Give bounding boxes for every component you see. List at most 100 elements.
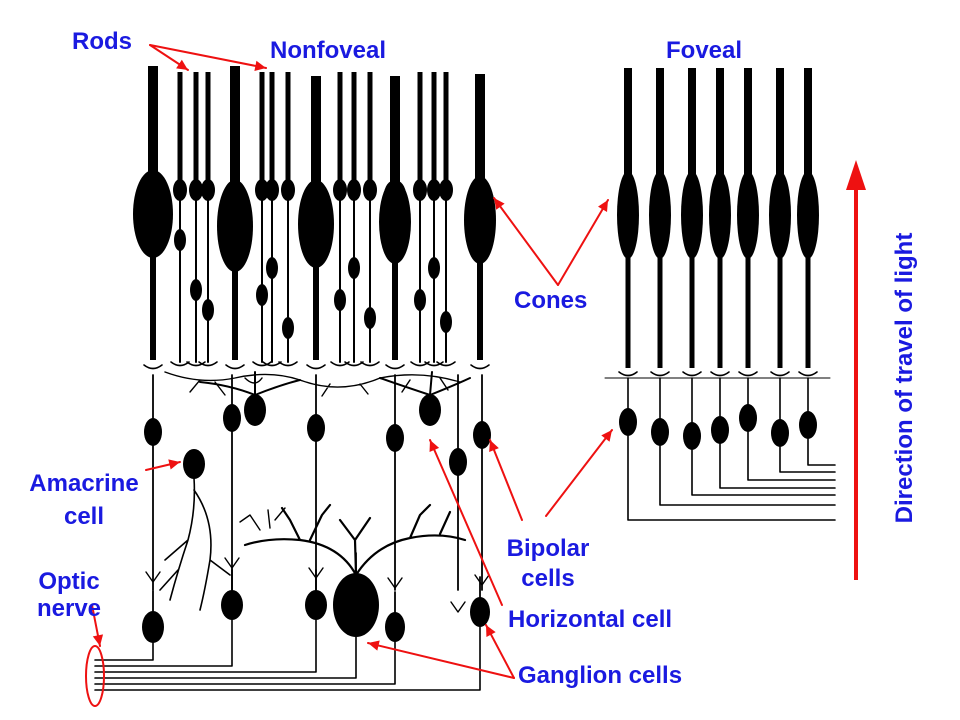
ganglion-cell-body (333, 573, 379, 637)
cones-pointer (557, 199, 609, 286)
ganglion-axon (94, 626, 481, 691)
foveal-cone-outer-segment (804, 68, 812, 186)
bipolar-pointer-head (601, 430, 612, 442)
amacrine-cell-body (183, 449, 205, 479)
rod-nucleus (440, 311, 452, 333)
foveal-bipolar-cell-body (711, 416, 729, 444)
foveal-cone-outer-segment (744, 68, 752, 186)
bipolar-terminal (145, 571, 161, 583)
bipolar-cells-label: Bipolar cells (498, 535, 598, 592)
rod-outer-segment (431, 72, 437, 182)
amacrine-processes (159, 477, 231, 611)
nonfoveal-cone-outer-segment (230, 66, 240, 190)
foveal-bipolar-cell-body (771, 419, 789, 447)
rod-outer-segment (417, 72, 423, 182)
amacrine-pointer-head (168, 459, 180, 470)
cone-pedicle (143, 364, 163, 370)
rod-outer-segment (193, 72, 199, 182)
horizontal-pointer (429, 439, 503, 606)
rod-outer-segment (205, 72, 211, 182)
ganglion-pointer (367, 642, 515, 679)
foveal-cone-pedicle (682, 371, 702, 377)
ganglion-cell-body (385, 612, 405, 642)
nonfoveal-cone-ellipsoid (384, 180, 406, 210)
nonfoveal-cone-outer-segment (475, 74, 485, 186)
foveal-cone-cell-body (737, 171, 759, 259)
horizontal-pointer-head (429, 440, 440, 452)
rod-spherule (424, 361, 444, 367)
rods-pointer-head (254, 60, 266, 72)
foveal-cone-cell-body (617, 171, 639, 259)
rod-nucleus (202, 299, 214, 321)
nonfoveal-cone-ellipsoid (142, 175, 164, 205)
nonfoveal-cone-axon (477, 220, 483, 360)
nonfoveal-label: Nonfoveal (270, 37, 387, 64)
rod-outer-segment (367, 72, 373, 182)
light-direction-arrow-shaft (854, 185, 858, 580)
nonfoveal-cone-ellipsoid (469, 180, 491, 210)
ganglion-cell-body (142, 611, 164, 643)
rod-nucleus (428, 257, 440, 279)
nonfoveal-cone-outer-segment (390, 76, 400, 190)
optic-nerve-bundle (85, 645, 105, 707)
ganglion-axon (94, 619, 233, 667)
foveal-cone-axon (805, 258, 811, 368)
ganglion-axon (94, 619, 317, 673)
foveal-cone-pedicle (770, 371, 790, 377)
foveal-bipolar-cell-body (799, 411, 817, 439)
foveal-cone-axon (657, 258, 663, 368)
cones-pointer-head (598, 200, 608, 212)
nonfoveal-cone-ellipsoid (224, 180, 246, 210)
foveal-bipolar-axon (747, 431, 836, 481)
horizontal-cell-body (244, 394, 266, 426)
pointer-arrows (91, 44, 866, 679)
rod-outer-segment (351, 72, 357, 182)
rod-spherule (252, 361, 272, 367)
foveal-cone-axon (717, 258, 723, 368)
rods-pointer (149, 44, 267, 69)
ganglion-cell-body (305, 590, 327, 620)
foveal-label: Foveal (666, 37, 743, 64)
foveal-cone-cell-body (649, 171, 671, 259)
bipolar-terminal (224, 557, 240, 569)
rod-nucleus (364, 307, 376, 329)
horizontal-cell-body (419, 394, 441, 426)
light-direction-arrow-head (846, 160, 866, 190)
foveal-bipolar-cell-body (739, 404, 757, 432)
foveal-bipolar-axon (691, 449, 836, 496)
foveal-bipolar-axon (659, 445, 836, 506)
nonfoveal-cone-axon (392, 222, 398, 360)
ganglion-axon (94, 642, 154, 661)
rod-spherule (198, 361, 218, 367)
rod-nucleus (266, 257, 278, 279)
amacrine-cell-label: Amacrine cell (20, 470, 148, 530)
bipolar-pointer (489, 439, 523, 521)
bipolar-pointer (545, 429, 613, 517)
ganglion-dendrite-branches (239, 507, 286, 531)
rod-spherule (278, 361, 298, 367)
foveal-cone-outer-segment (656, 68, 664, 186)
cones-label: Cones (514, 287, 588, 314)
rod-outer-segment (337, 72, 343, 182)
cone-pedicle (385, 364, 405, 370)
ganglion-axon (94, 636, 357, 679)
cones-pointer (493, 197, 559, 286)
nonfoveal-cone-outer-segment (148, 66, 158, 180)
bipolar-label-line2: cells (521, 565, 575, 592)
cone-pedicle (306, 364, 326, 370)
optic-label-line2: nerve (36, 595, 102, 622)
foveal-cone-pedicle (798, 371, 818, 377)
bipolar-terminal (450, 601, 466, 613)
nonfoveal-cone-axon (232, 226, 238, 360)
rod-nucleus (174, 229, 186, 251)
foveal-bipolar-cell-body (619, 408, 637, 436)
horizontal-cell-label: Horizontal cell (508, 606, 673, 633)
nonfoveal-cone-axon (313, 224, 319, 360)
light-direction-text: Direction of travel of light (891, 232, 918, 524)
bipolar-label-line1: Bipolar (506, 535, 590, 562)
foveal-cone-cell-body (797, 171, 819, 259)
ganglion-cell-body (470, 597, 490, 627)
nonfoveal-cone-outer-segment (311, 76, 321, 190)
rod-spherule (186, 361, 206, 367)
rods-pointer-head (176, 59, 188, 70)
